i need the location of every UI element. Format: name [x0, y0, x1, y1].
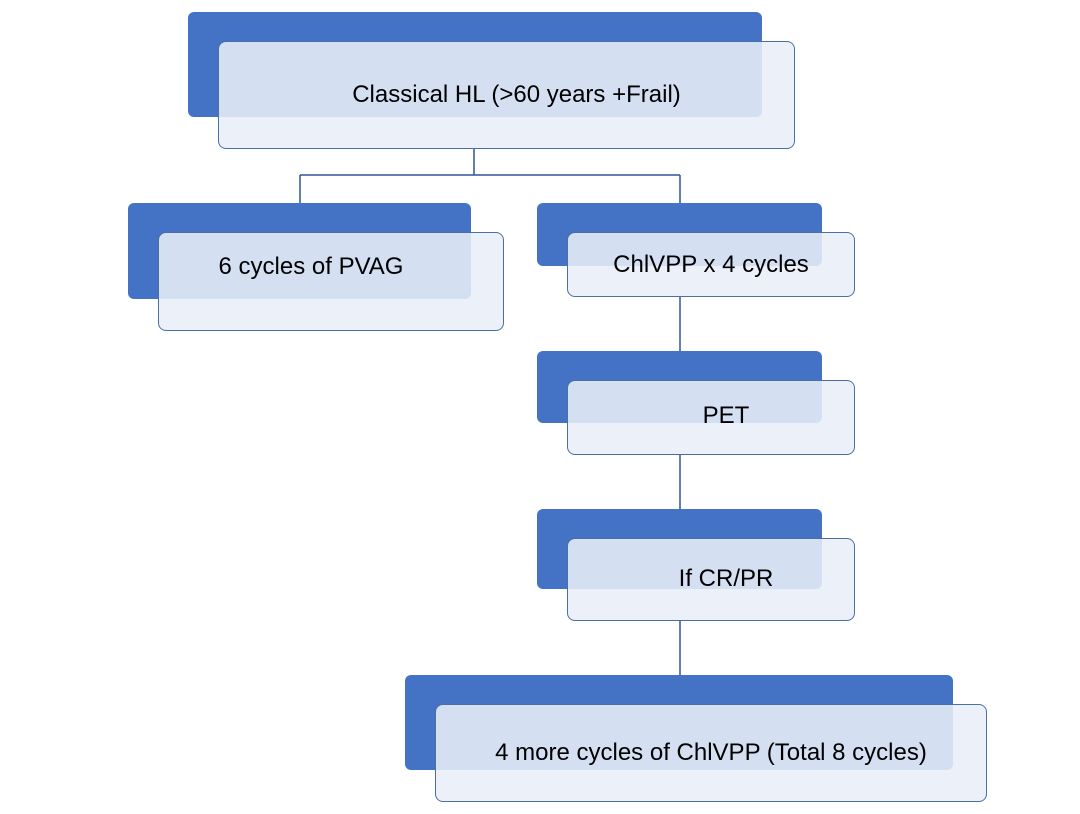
- node-label-box: Classical HL (>60 years +Frail): [218, 41, 795, 149]
- node-label-box: If CR/PR: [567, 538, 855, 621]
- node-label: If CR/PR: [678, 564, 774, 592]
- node-label-box: 4 more cycles of ChlVPP (Total 8 cycles): [435, 704, 987, 802]
- node-label-box: ChlVPP x 4 cycles: [567, 232, 855, 297]
- node-label: 4 more cycles of ChlVPP (Total 8 cycles): [495, 739, 927, 766]
- node-label: ChlVPP x 4 cycles: [613, 250, 809, 278]
- node-label: PET: [702, 401, 750, 429]
- connector-root-split: [299, 149, 681, 204]
- node-label-box: 6 cycles of PVAG: [158, 232, 504, 331]
- node-label: Classical HL (>60 years +Frail): [352, 81, 681, 108]
- node-label-box: PET: [567, 380, 855, 455]
- node-label: 6 cycles of PVAG: [218, 252, 404, 280]
